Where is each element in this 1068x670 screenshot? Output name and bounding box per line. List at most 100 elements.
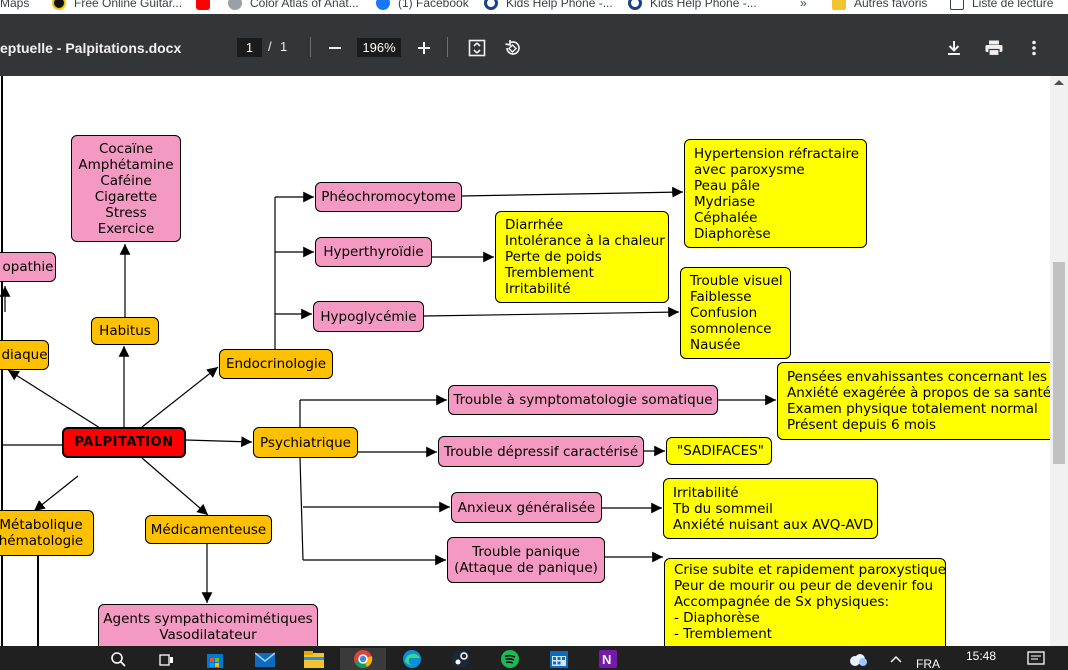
node-hyperthyroidie: Hyperthyroïdie xyxy=(315,237,432,267)
youtube-icon xyxy=(196,0,210,10)
node-anxieux-signs: Irritabilité Tb du sommeil Anxiété nuisa… xyxy=(663,478,878,539)
bookmarks-overflow-button[interactable]: » xyxy=(800,0,807,10)
rotate-button[interactable] xyxy=(500,36,524,60)
toolbar-divider xyxy=(310,37,311,57)
node-hypoglycemie-signs: Trouble visuel Faiblesse Confusion somno… xyxy=(680,267,791,359)
node-trouble-somatique: Trouble à symptomatologie somatique xyxy=(448,385,718,415)
calendar-icon xyxy=(550,651,568,668)
taskbar-onenote-button[interactable]: N xyxy=(597,648,619,670)
taskbar-mail-button[interactable] xyxy=(254,648,276,670)
bookmarks-bar: Maps Free Online Guitar... Color Atlas o… xyxy=(0,0,1068,14)
node-hypoglycemie: Hypoglycémie xyxy=(313,301,424,332)
taskbar-calendar-button[interactable] xyxy=(548,648,570,670)
toolbar-divider xyxy=(447,37,448,57)
steam-icon xyxy=(452,650,470,668)
page-separator: / xyxy=(268,39,272,54)
tray-clock[interactable]: 15:48 xyxy=(966,649,997,663)
taskbar-store-button[interactable] xyxy=(204,648,226,670)
node-medicamenteuse: Médicamenteuse xyxy=(145,515,272,544)
taskbar-spotify-button[interactable] xyxy=(499,648,521,670)
node-cardiaque-partial: diaque xyxy=(0,340,49,370)
chevron-up-icon xyxy=(890,655,902,663)
node-sadifaces: "SADIFACES" xyxy=(666,437,772,465)
taskbar-explorer-button[interactable] xyxy=(303,648,325,670)
more-options-button[interactable] xyxy=(1022,36,1046,60)
taskbar-chrome-button[interactable] xyxy=(340,648,386,670)
zoom-level-input[interactable]: 196% xyxy=(357,38,401,57)
spotify-icon xyxy=(501,650,519,668)
microsoft-store-icon xyxy=(207,654,223,668)
bookmark-kids-help-2[interactable]: Kids Help Phone -... xyxy=(628,0,757,12)
zoom-out-icon xyxy=(329,47,341,49)
page-number-input[interactable]: 1 xyxy=(237,38,262,57)
guitar-site-icon xyxy=(52,0,66,10)
rotate-icon xyxy=(505,40,520,55)
node-anxieux-generalisee: Anxieux généralisée xyxy=(451,492,602,523)
bookmark-guitar[interactable]: Free Online Guitar... xyxy=(52,0,182,12)
mail-icon xyxy=(255,652,275,667)
node-pheochromocytome: Phéochromocytome xyxy=(315,182,462,212)
task-view-icon xyxy=(159,654,173,666)
notification-icon xyxy=(1027,651,1045,665)
reading-list-icon xyxy=(950,0,964,10)
node-palpitation: PALPITATION xyxy=(62,427,186,458)
document-title: eptuelle - Palpitations.docx xyxy=(0,40,182,56)
pdf-toolbar: eptuelle - Palpitations.docx 1 / 1 196% xyxy=(0,14,1068,76)
tray-language[interactable]: FRA xyxy=(916,657,940,670)
file-explorer-icon xyxy=(304,651,324,668)
taskbar-steam-button[interactable] xyxy=(450,648,472,670)
bookmark-reading-list[interactable]: Liste de lecture xyxy=(950,0,1053,12)
bookmark-color-atlas[interactable]: Color Atlas of Anat... xyxy=(228,0,359,12)
bookmark-maps[interactable]: Maps xyxy=(0,0,30,10)
node-medicamenteuse-list: Agents sympathicomimétiques Vasodilatate… xyxy=(98,604,318,646)
node-trouble-somatique-signs: Pensées envahissantes concernant les S A… xyxy=(777,362,1050,440)
zoom-in-button[interactable] xyxy=(412,36,436,60)
page-total: 1 xyxy=(280,39,288,54)
kids-help-phone-icon xyxy=(628,0,642,10)
node-cardiopathie-partial: opathie xyxy=(0,252,56,282)
node-trouble-depressif: Trouble dépressif caractérisé xyxy=(438,436,644,467)
node-habitus-list: Cocaïne Amphétamine Caféine Cigarette St… xyxy=(71,135,181,242)
concept-map-connectors xyxy=(0,76,776,646)
zoom-in-icon xyxy=(418,42,430,54)
node-endocrinologie: Endocrinologie xyxy=(219,349,333,379)
bookmark-kids-help-1[interactable]: Kids Help Phone -... xyxy=(484,0,613,12)
chrome-icon xyxy=(354,650,373,668)
scrollbar-thumb[interactable] xyxy=(1053,262,1065,464)
taskbar-task-view-button[interactable] xyxy=(155,648,177,670)
zoom-out-button[interactable] xyxy=(323,36,347,60)
node-pheochromocytome-signs: Hypertension réfractaire avec paroxysme … xyxy=(684,139,867,248)
document-page: opathie diaque Métabolique hématologie C… xyxy=(0,76,1050,646)
tray-notification-button[interactable] xyxy=(1025,648,1047,670)
onenote-icon: N xyxy=(599,650,617,668)
folder-icon xyxy=(832,0,846,10)
kids-help-phone-icon xyxy=(484,0,498,10)
fit-to-page-button[interactable] xyxy=(465,36,489,60)
tray-weather-button[interactable] xyxy=(846,648,868,670)
facebook-icon xyxy=(376,0,390,10)
print-button[interactable] xyxy=(982,36,1006,60)
tray-overflow-button[interactable] xyxy=(885,648,907,670)
download-button[interactable] xyxy=(942,36,966,60)
bookmark-facebook[interactable]: (1) Facebook xyxy=(376,0,469,12)
taskbar-search-button[interactable] xyxy=(107,648,129,670)
scroll-up-arrow-icon[interactable] xyxy=(1054,80,1064,85)
taskbar-edge-button[interactable] xyxy=(401,648,423,670)
windows-taskbar: N FRA 15:48 xyxy=(0,646,1068,670)
search-icon xyxy=(111,652,126,667)
globe-icon xyxy=(228,0,242,10)
vertical-scrollbar[interactable] xyxy=(1050,76,1068,646)
node-hyperthyroidie-signs: Diarrhée Intolérance à la chaleur Perte … xyxy=(495,211,669,303)
svg-text:N: N xyxy=(602,652,611,667)
bookmark-other-folder[interactable]: Autres favoris xyxy=(832,0,927,12)
fit-page-icon xyxy=(468,39,486,57)
node-habitus: Habitus xyxy=(91,317,159,345)
weather-icon xyxy=(850,654,867,666)
node-trouble-panique-signs: Crise subite et rapidement paroxystique … xyxy=(664,558,946,646)
node-metabolique-partial: Métabolique hématologie xyxy=(0,510,94,556)
bookmark-youtube[interactable] xyxy=(196,0,210,12)
edge-icon xyxy=(403,650,421,668)
download-icon xyxy=(948,41,960,55)
node-psychiatrique: Psychiatrique xyxy=(253,427,358,458)
node-trouble-panique: Trouble panique (Attaque de panique) xyxy=(447,537,605,583)
